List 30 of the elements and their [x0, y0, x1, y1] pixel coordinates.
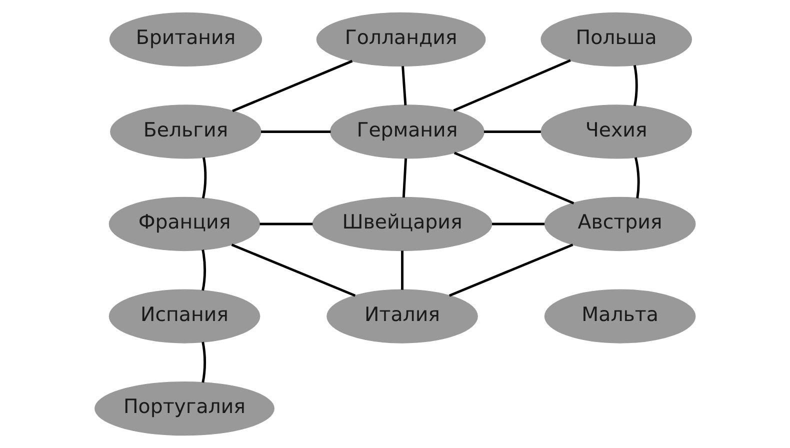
connector: [231, 244, 356, 297]
connector: [453, 59, 571, 112]
connector: [402, 158, 408, 198]
connector: [202, 157, 207, 198]
connector: [261, 130, 331, 133]
node-ellipse: Польша: [540, 12, 692, 67]
connector: [454, 152, 574, 204]
node-ellipse: Италия: [326, 289, 478, 344]
node-ellipse: Мальта: [544, 289, 696, 344]
node-ellipse: Голландия: [316, 12, 486, 67]
node-ellipse: Чехия: [540, 104, 692, 159]
connector: [202, 250, 206, 291]
connector: [633, 65, 638, 106]
connector: [401, 250, 404, 290]
node-ellipse: Австрия: [544, 196, 696, 252]
node-ellipse: Британия: [109, 12, 262, 67]
node-ellipse: Испания: [108, 289, 260, 344]
node-ellipse: Португалия: [94, 381, 274, 436]
node-ellipse: Швейцария: [312, 196, 492, 252]
connector: [634, 157, 640, 198]
connector: [260, 222, 313, 226]
node-ellipse: Франция: [108, 196, 260, 252]
connector: [202, 342, 206, 383]
connector: [492, 222, 545, 226]
connector: [484, 130, 541, 133]
node-ellipse: Бельгия: [110, 104, 262, 159]
connector: [448, 244, 574, 297]
node-ellipse: Германия: [330, 104, 484, 159]
connector: [402, 66, 407, 106]
connector: [232, 60, 353, 112]
